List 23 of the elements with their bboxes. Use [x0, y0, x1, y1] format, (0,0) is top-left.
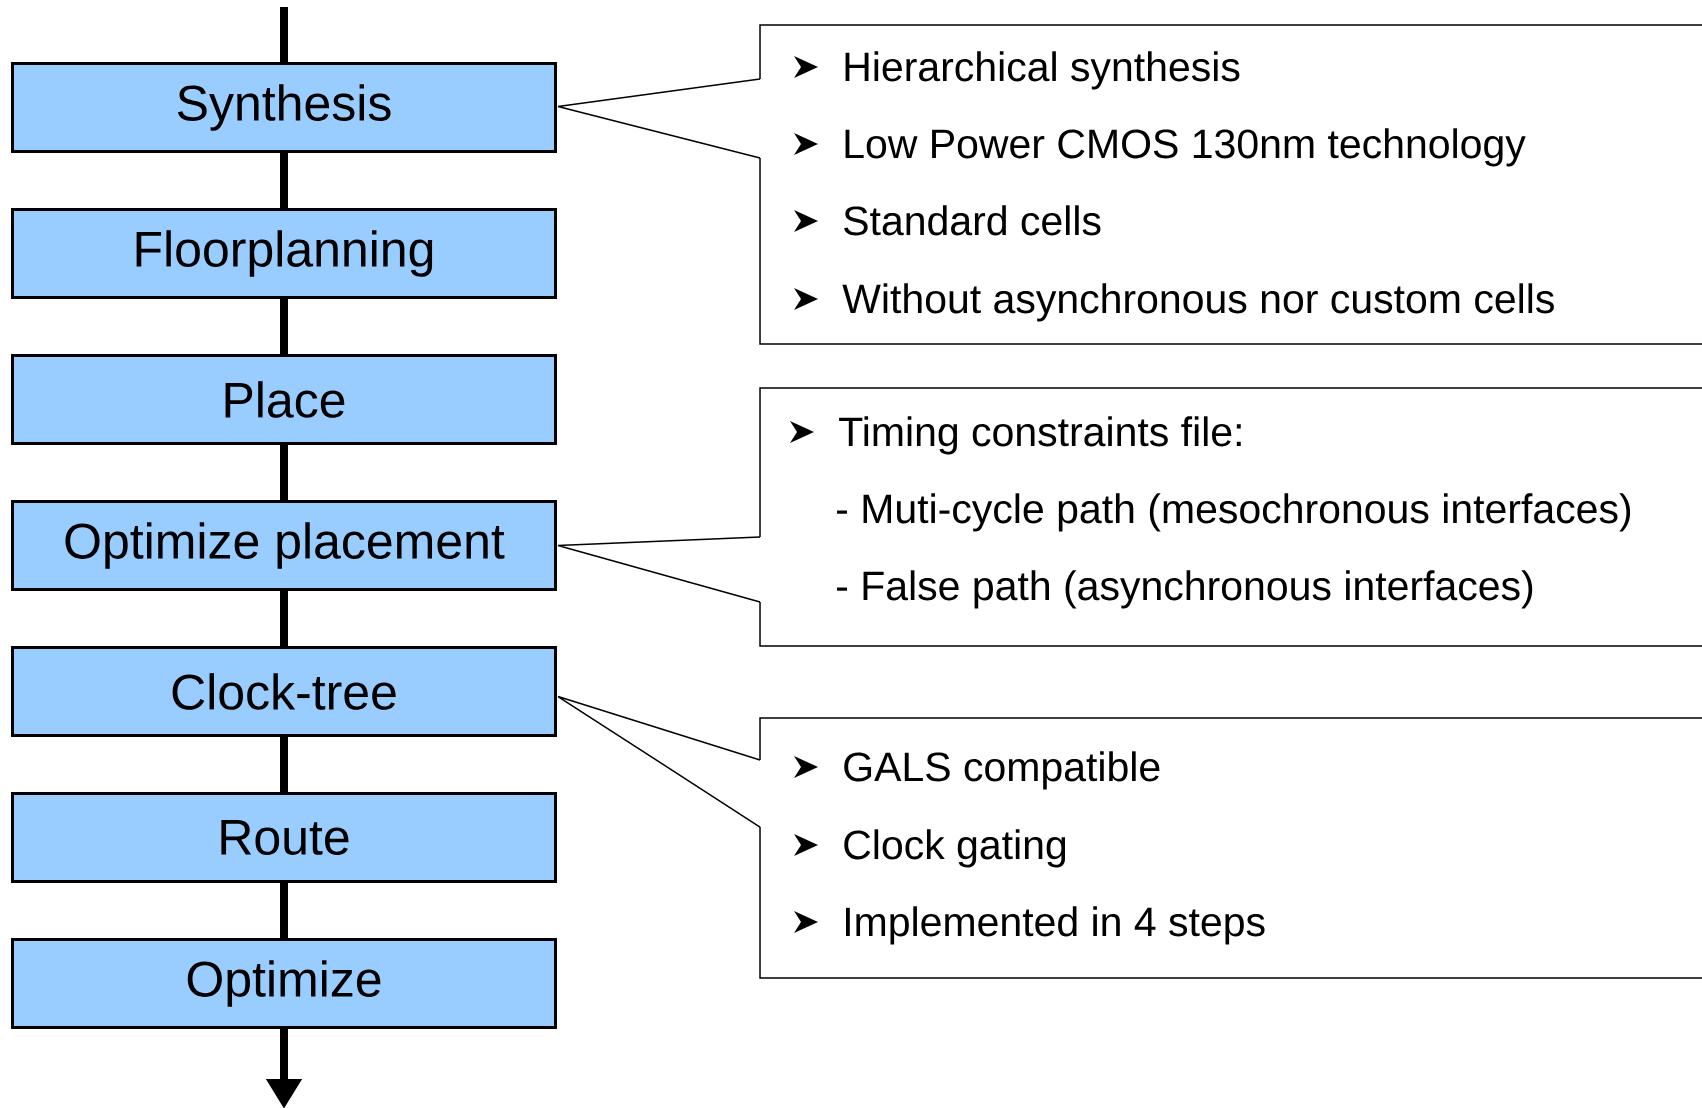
list-item: Low Power CMOS 130nm technology	[845, 128, 1526, 167]
list-item: Implemented in 4 steps	[846, 906, 1265, 945]
callout-pointer	[557, 78, 761, 159]
process-box: Floorplanning	[11, 208, 557, 299]
list-item: - False path (asynchronous interfaces)	[837, 570, 1533, 609]
process-box: Synthesis	[11, 62, 557, 153]
list-item: GALS compatible	[844, 751, 1160, 790]
list-item: Hierarchical synthesis	[845, 51, 1240, 90]
callout-box	[759, 717, 1702, 979]
list-item: Standard cells	[844, 205, 1101, 236]
list-item: Without asynchronous nor custom cells	[842, 283, 1554, 322]
list-item: Clock gating	[844, 829, 1066, 868]
callout-pointer	[557, 695, 761, 828]
process-box: Clock-tree	[11, 646, 557, 737]
process-box: Optimize placement	[11, 500, 557, 591]
list-item: - Muti-cycle path (mesochronous interfaces)	[837, 493, 1631, 532]
process-box: Route	[11, 792, 557, 883]
list-item: Timing constraints file:	[839, 416, 1241, 455]
process-box: Place	[11, 354, 557, 445]
process-box: Optimize	[11, 938, 557, 1029]
callout-pointer	[557, 536, 761, 603]
callout-box	[759, 24, 1702, 345]
callout-box	[759, 387, 1702, 647]
